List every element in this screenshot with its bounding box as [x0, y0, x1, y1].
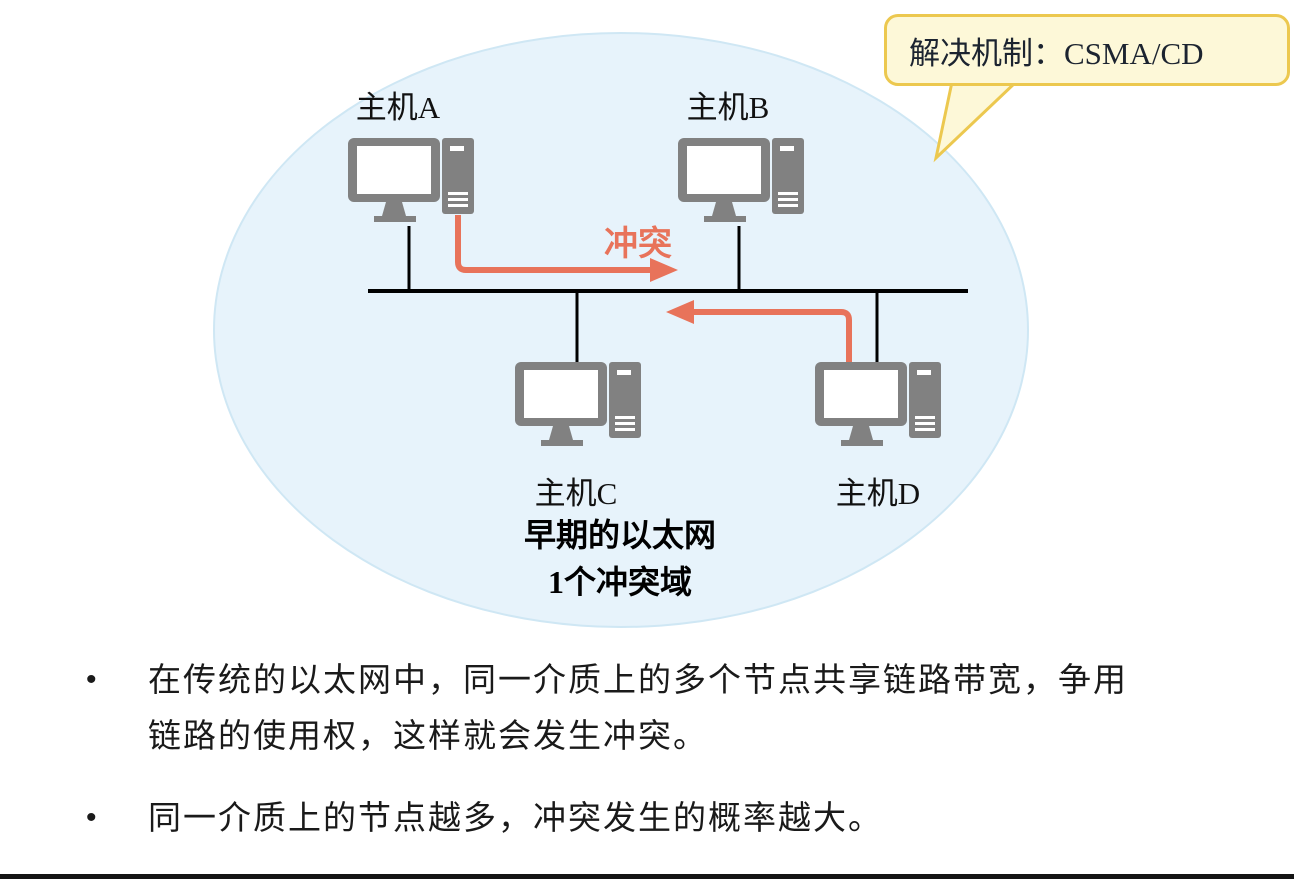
bullet-dot: • [86, 663, 97, 696]
collision-domain-ellipse [213, 32, 1029, 628]
bottom-edge-bar [0, 874, 1294, 879]
host-c-computer-icon [515, 362, 641, 446]
host-a-label: 主机A [355, 90, 441, 125]
host-d-computer-icon [815, 362, 941, 446]
bullet-text-2: 同一介质上的节点越多，冲突发生的概率越大。 [148, 799, 883, 836]
callout-bubble: 解决机制：CSMA/CD [884, 14, 1290, 86]
bullet-dot: • [86, 801, 97, 834]
host-a-computer-icon [348, 138, 474, 222]
ellipse-caption: 早期的以太网 1个冲突域 [468, 512, 772, 606]
bullet-item-1: • 在传统的以太网中，同一介质上的多个节点共享链路带宽，争用链路的使用权，这样就… [86, 652, 1246, 764]
host-b-computer-icon [678, 138, 804, 222]
bullet-list: • 在传统的以太网中，同一介质上的多个节点共享链路带宽，争用链路的使用权，这样就… [86, 652, 1246, 872]
bullet-text-1: 在传统的以太网中，同一介质上的多个节点共享链路带宽，争用链路的使用权，这样就会发… [148, 661, 1128, 754]
bullet-item-2: • 同一介质上的节点越多，冲突发生的概率越大。 [86, 790, 1246, 846]
caption-line-2: 1个冲突域 [547, 564, 692, 600]
callout-text: 解决机制：CSMA/CD [909, 35, 1204, 71]
host-b-label: 主机B [686, 90, 770, 125]
callout-tail [933, 80, 1020, 163]
caption-line-1: 早期的以太网 [523, 517, 716, 553]
collision-label: 冲突 [604, 226, 672, 263]
host-c-label: 主机C [534, 476, 618, 511]
host-d-label: 主机D [835, 476, 921, 511]
